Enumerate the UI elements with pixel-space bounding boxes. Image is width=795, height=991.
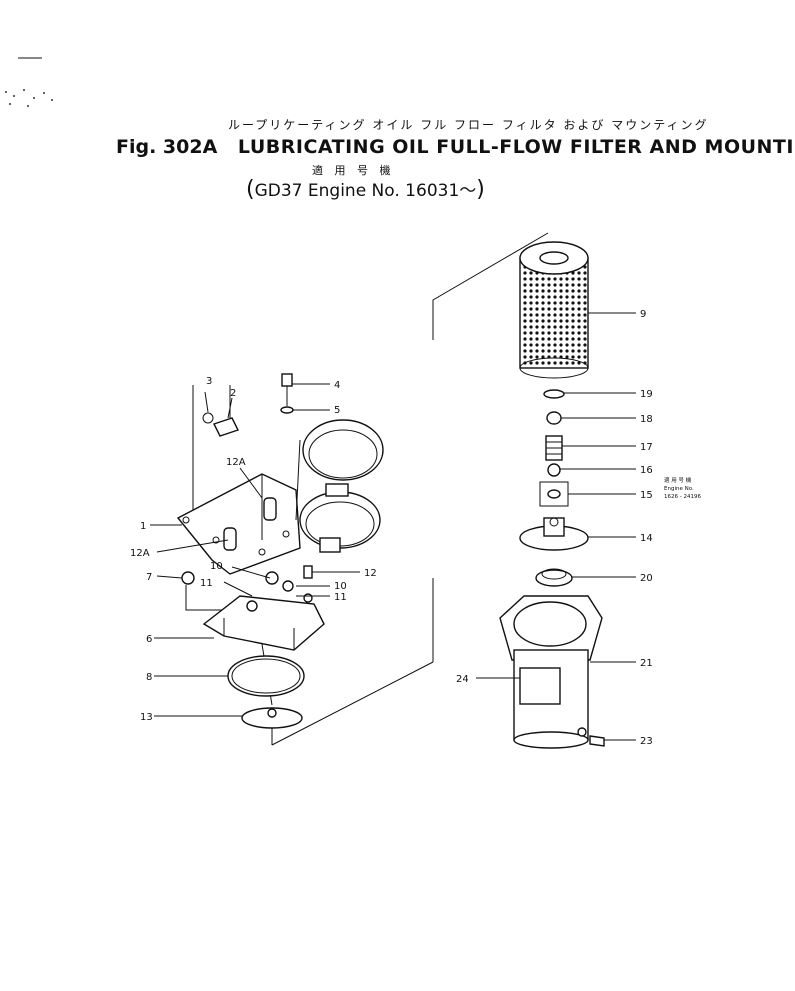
callout-5: 5 bbox=[334, 405, 340, 416]
nut-20 bbox=[535, 568, 573, 587]
callout-9: 9 bbox=[640, 309, 646, 320]
callout-11-left: 11 bbox=[200, 578, 213, 589]
callout-7: 7 bbox=[146, 572, 152, 583]
ball-16 bbox=[547, 463, 561, 477]
figure-number: Fig. 302A bbox=[116, 136, 218, 158]
o-ring-8 bbox=[227, 655, 305, 697]
applicable-label-jp: 適 用 号 機 bbox=[312, 164, 395, 177]
scan-speckle bbox=[5, 57, 53, 107]
callout-1: 1 bbox=[140, 521, 146, 532]
callout-2: 2 bbox=[230, 388, 236, 399]
callout-12a-top: 12A bbox=[226, 457, 246, 468]
callout-10-left: 10 bbox=[210, 561, 223, 572]
washer-15 bbox=[547, 489, 561, 499]
callout-21: 21 bbox=[640, 658, 653, 669]
valve-plate-13-hub bbox=[267, 708, 277, 718]
callout-17: 17 bbox=[640, 442, 653, 453]
open-paren: ( bbox=[246, 177, 255, 202]
callout-11-right: 11 bbox=[334, 592, 347, 603]
callout-12: 12 bbox=[364, 568, 377, 579]
engine-range: GD37 Engine No. 16031～ bbox=[254, 181, 477, 201]
valve-14 bbox=[519, 517, 589, 551]
callout-14: 14 bbox=[640, 533, 653, 544]
plug-23 bbox=[589, 735, 605, 747]
bolt-2 bbox=[202, 412, 239, 437]
callout-24: 24 bbox=[456, 674, 469, 685]
bolt-4 bbox=[280, 373, 294, 414]
callout-16: 16 bbox=[640, 465, 653, 476]
spring-17 bbox=[545, 435, 563, 461]
filter-element-9 bbox=[519, 241, 589, 379]
washer-18 bbox=[546, 411, 562, 425]
clamp-bands bbox=[295, 419, 384, 553]
valve-plate-13 bbox=[241, 707, 303, 729]
callout-4: 4 bbox=[334, 380, 340, 391]
o-ring-8-inner bbox=[231, 658, 301, 694]
leader-lines bbox=[150, 312, 636, 741]
close-paren: ) bbox=[476, 177, 485, 202]
callout-23: 23 bbox=[640, 736, 653, 747]
callout-10-right: 10 bbox=[334, 581, 347, 592]
callout-15: 15 bbox=[640, 490, 653, 501]
callout-8: 8 bbox=[146, 672, 152, 683]
callout-20: 20 bbox=[640, 573, 653, 584]
filter-head bbox=[181, 565, 325, 651]
callout-19: 19 bbox=[640, 389, 653, 400]
callout-13: 13 bbox=[140, 712, 153, 723]
note-15-line2: Engine No. bbox=[664, 486, 694, 492]
japanese-title: ループリケーティング オイル フル フロー フィルタ および マウンティング bbox=[228, 118, 709, 132]
engine-applicability: (GD37 Engine No. 16031～) bbox=[246, 176, 485, 202]
note-15-line1: 適 用 号 機 bbox=[664, 476, 692, 484]
callout-18: 18 bbox=[640, 414, 653, 425]
figure-title-line: Fig. 302A LUBRICATING OIL FULL-FLOW FILT… bbox=[116, 136, 795, 158]
filter-case-21 bbox=[499, 595, 603, 749]
callout-6: 6 bbox=[146, 634, 152, 645]
callout-3: 3 bbox=[206, 376, 212, 387]
figure-header: ループリケーティング オイル フル フロー フィルタ および マウンティング F… bbox=[0, 0, 795, 210]
callout-12a-bottom: 12A bbox=[130, 548, 150, 559]
figure-title: LUBRICATING OIL FULL-FLOW FILTER AND MOU… bbox=[237, 136, 795, 158]
label-plate-24 bbox=[519, 667, 561, 705]
o-ring-19 bbox=[543, 389, 565, 399]
mounting-bracket bbox=[176, 473, 301, 575]
note-15-line3: 1626 - 24196 bbox=[664, 494, 701, 500]
